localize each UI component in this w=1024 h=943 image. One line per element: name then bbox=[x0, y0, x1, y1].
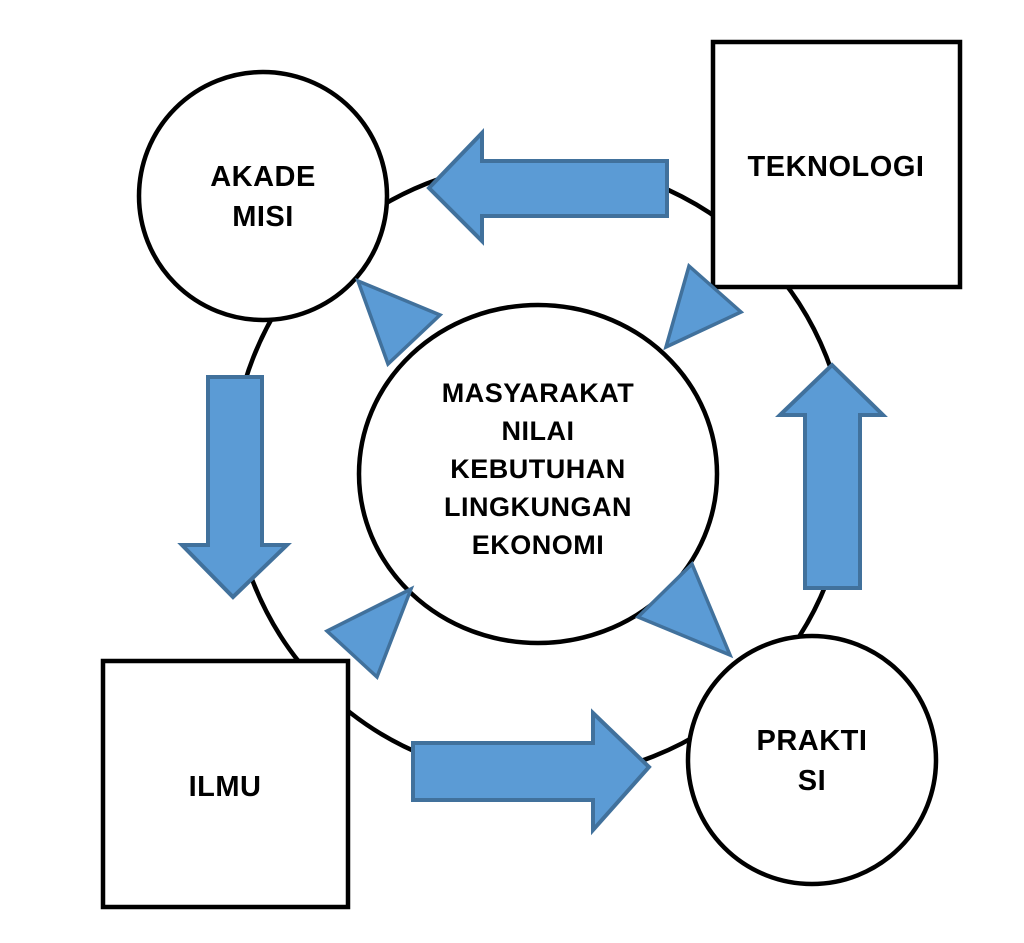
triangle-down-right-icon bbox=[634, 560, 734, 659]
node-teknologi-label: TEKNOLOGI bbox=[748, 151, 925, 183]
node-akademisi-label-line-2: MISI bbox=[232, 201, 294, 233]
node-center-label-line-1: MASYARAKAT bbox=[442, 378, 635, 408]
node-akademisi bbox=[136, 69, 390, 323]
node-ilmu-label: ILMU bbox=[189, 771, 262, 803]
node-ilmu bbox=[100, 658, 351, 910]
arrow-right-icon bbox=[411, 708, 652, 836]
triangle-up-left-icon bbox=[355, 277, 444, 368]
node-praktisi-label-line-1: PRAKTI bbox=[757, 725, 868, 757]
arrow-up-icon bbox=[775, 362, 888, 590]
triangle-down-left-icon bbox=[663, 262, 745, 351]
node-praktisi bbox=[685, 633, 939, 887]
node-center bbox=[356, 302, 720, 646]
node-center-label-line-3: KEBUTUHAN bbox=[450, 454, 626, 484]
node-teknologi bbox=[710, 39, 963, 290]
node-center-label-line-5: EKONOMI bbox=[472, 530, 605, 560]
node-akademisi-label-line-1: AKADE bbox=[210, 161, 316, 193]
node-center-label-line-4: LINGKUNGAN bbox=[444, 492, 632, 522]
arrow-down-icon bbox=[177, 375, 292, 600]
arrow-left-icon bbox=[426, 128, 669, 246]
node-praktisi-label-line-2: SI bbox=[798, 765, 826, 797]
triangle-up-right-icon bbox=[323, 585, 415, 681]
node-center-label-line-2: NILAI bbox=[502, 416, 575, 446]
